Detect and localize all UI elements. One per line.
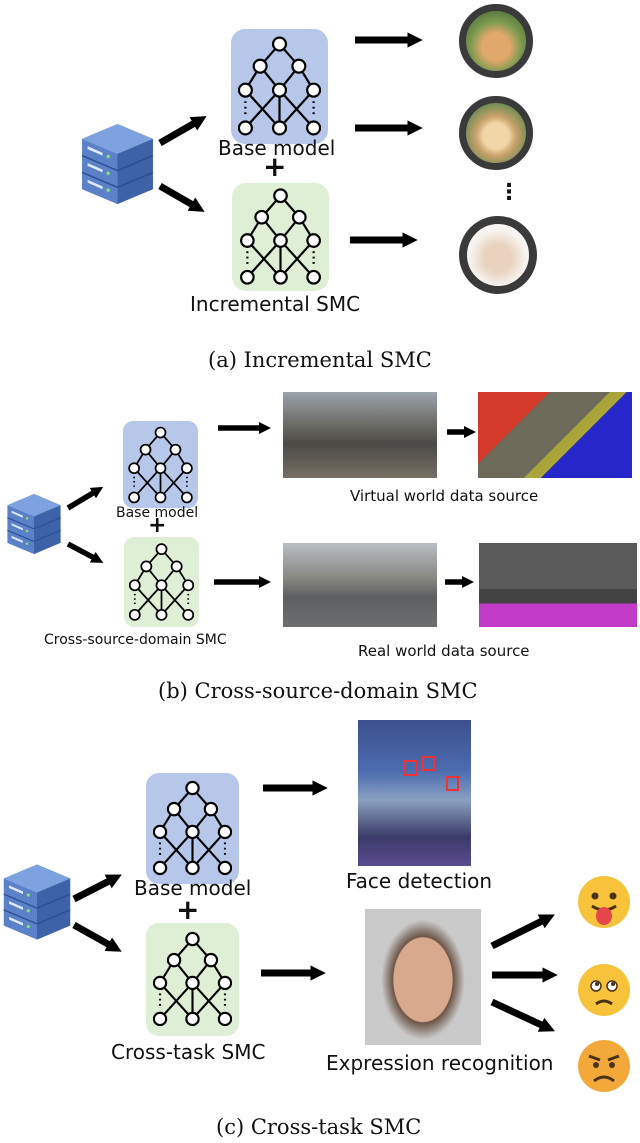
real-data-label: Real world data source [358, 642, 530, 660]
plus-sign: + [148, 513, 167, 538]
cross-source-smc-label: Cross-source-domain SMC [44, 632, 227, 648]
incremental-smc-label: Incremental SMC [190, 292, 361, 316]
real-street-image [283, 543, 437, 627]
base-model-label: Base model [218, 136, 336, 160]
virtual-data-label: Virtual world data source [350, 487, 539, 505]
base-model-label: Base model [116, 505, 199, 521]
panel-b: Base model + Cross-source-domain SMC Vir… [0, 380, 640, 710]
hamster-image [459, 216, 537, 294]
real-segmentation-image [479, 543, 637, 627]
face-box [422, 756, 435, 771]
face-detection-image [358, 720, 471, 866]
panel-a: Base model + Incremental SMC ⋮ (a) Incre… [0, 0, 640, 380]
puppy-image [459, 96, 533, 170]
plus-sign: + [176, 893, 200, 926]
virtual-street-image [283, 392, 437, 478]
worried-emoji-icon [578, 964, 630, 1016]
cat-image [459, 4, 533, 78]
caption-b: (b) Cross-source-domain SMC [158, 679, 478, 703]
virtual-segmentation-image [478, 392, 632, 478]
tongue-out-emoji-icon [578, 876, 630, 928]
base-model-label: Base model [134, 876, 252, 900]
cross-task-smc-label: Cross-task SMC [111, 1040, 266, 1064]
face-detection-label: Face detection [346, 869, 493, 893]
arrows [66, 421, 477, 589]
expression-recognition-label: Expression recognition [326, 1051, 554, 1075]
expression-face-image [365, 909, 481, 1045]
caption-c: (c) Cross-task SMC [216, 1115, 422, 1139]
caption-a: (a) Incremental SMC [208, 348, 432, 372]
arrows [72, 780, 558, 1032]
panel-c: Base model + Cross-task SMC Face detecti… [0, 710, 640, 1143]
face-box [446, 776, 459, 791]
ellipsis: ⋮ [498, 180, 520, 205]
plus-sign: + [263, 150, 287, 183]
arrows [158, 32, 423, 248]
face-box [403, 760, 417, 776]
angry-emoji-icon [578, 1040, 630, 1092]
